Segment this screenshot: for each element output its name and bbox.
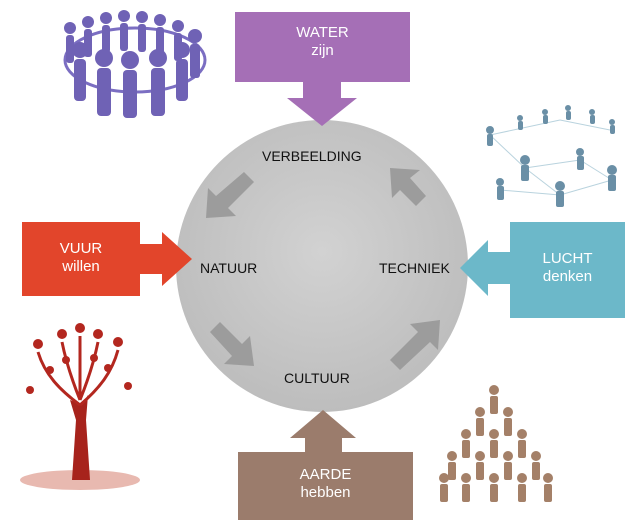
arrow-to-natuur	[206, 172, 254, 218]
fire-line1: VUUR	[59, 240, 103, 257]
air-box	[460, 222, 625, 318]
earth-label: AARDE hebben	[238, 466, 413, 502]
earth-box	[238, 410, 413, 520]
water-line1: WATER	[296, 24, 349, 41]
cycle-arrows	[206, 168, 440, 370]
node-cultuur: CULTUUR	[284, 370, 350, 386]
people-pyramid-icon	[439, 385, 553, 502]
arrow-to-cultuur	[210, 322, 254, 366]
arrow-to-verbeelding	[390, 168, 426, 206]
people-circle-icon	[63, 10, 207, 118]
earth-line2: hebben	[300, 484, 351, 501]
node-techniek: TECHNIEK	[379, 260, 450, 276]
people-network-icon	[486, 105, 617, 207]
fire-line2: willen	[62, 258, 100, 275]
fire-label: VUUR willen	[22, 240, 140, 276]
water-label: WATER zijn	[235, 24, 410, 60]
water-box	[235, 12, 410, 126]
family-tree-icon	[20, 323, 140, 490]
earth-line1: AARDE	[299, 466, 352, 483]
air-label: LUCHT denken	[510, 250, 625, 286]
node-natuur: NATUUR	[200, 260, 258, 276]
node-verbeelding: VERBEELDING	[262, 148, 362, 164]
air-line2: denken	[542, 268, 593, 285]
water-line2: zijn	[311, 42, 334, 59]
arrow-to-techniek	[390, 320, 440, 370]
air-line1: LUCHT	[542, 250, 593, 267]
fire-box	[22, 222, 192, 296]
